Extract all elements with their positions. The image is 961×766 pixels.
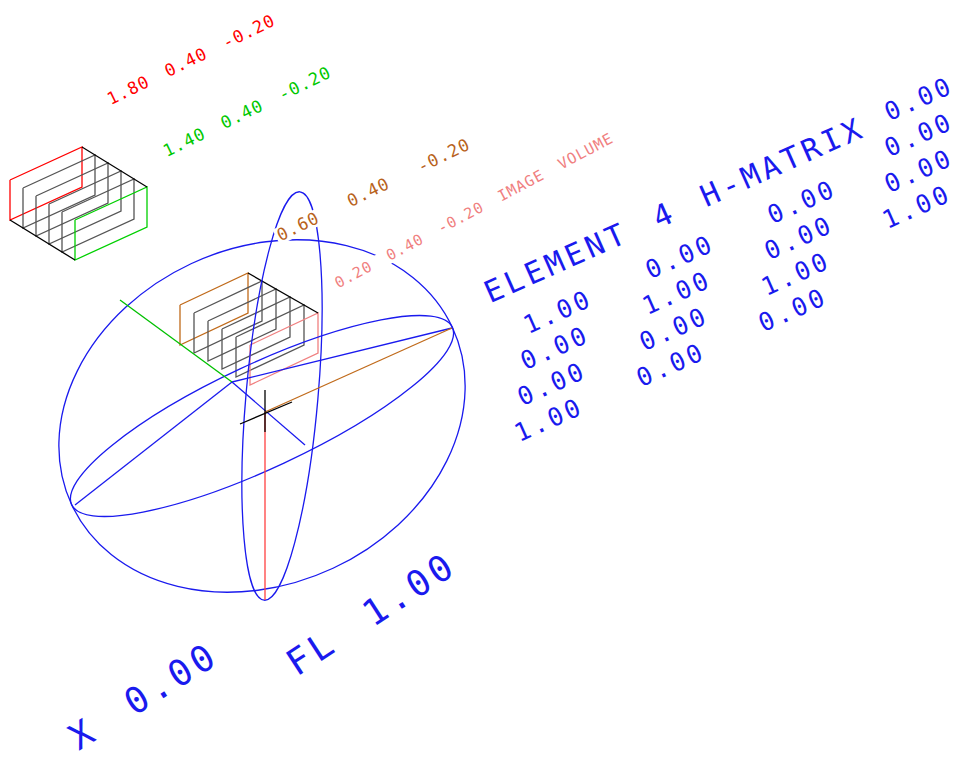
parameter-label: X 0.00 [63,636,225,756]
origin-cross [240,390,292,432]
coordinate-label: 1.40 0.40 -0.20 [161,64,334,160]
frame-stack-top [10,147,147,260]
axis-y [120,300,232,382]
axis-z [264,412,265,600]
coordinate-label: 1.80 0.40 -0.20 [105,12,278,108]
parameter-label: FL 1.00 [280,546,462,682]
axis-x [265,328,452,412]
